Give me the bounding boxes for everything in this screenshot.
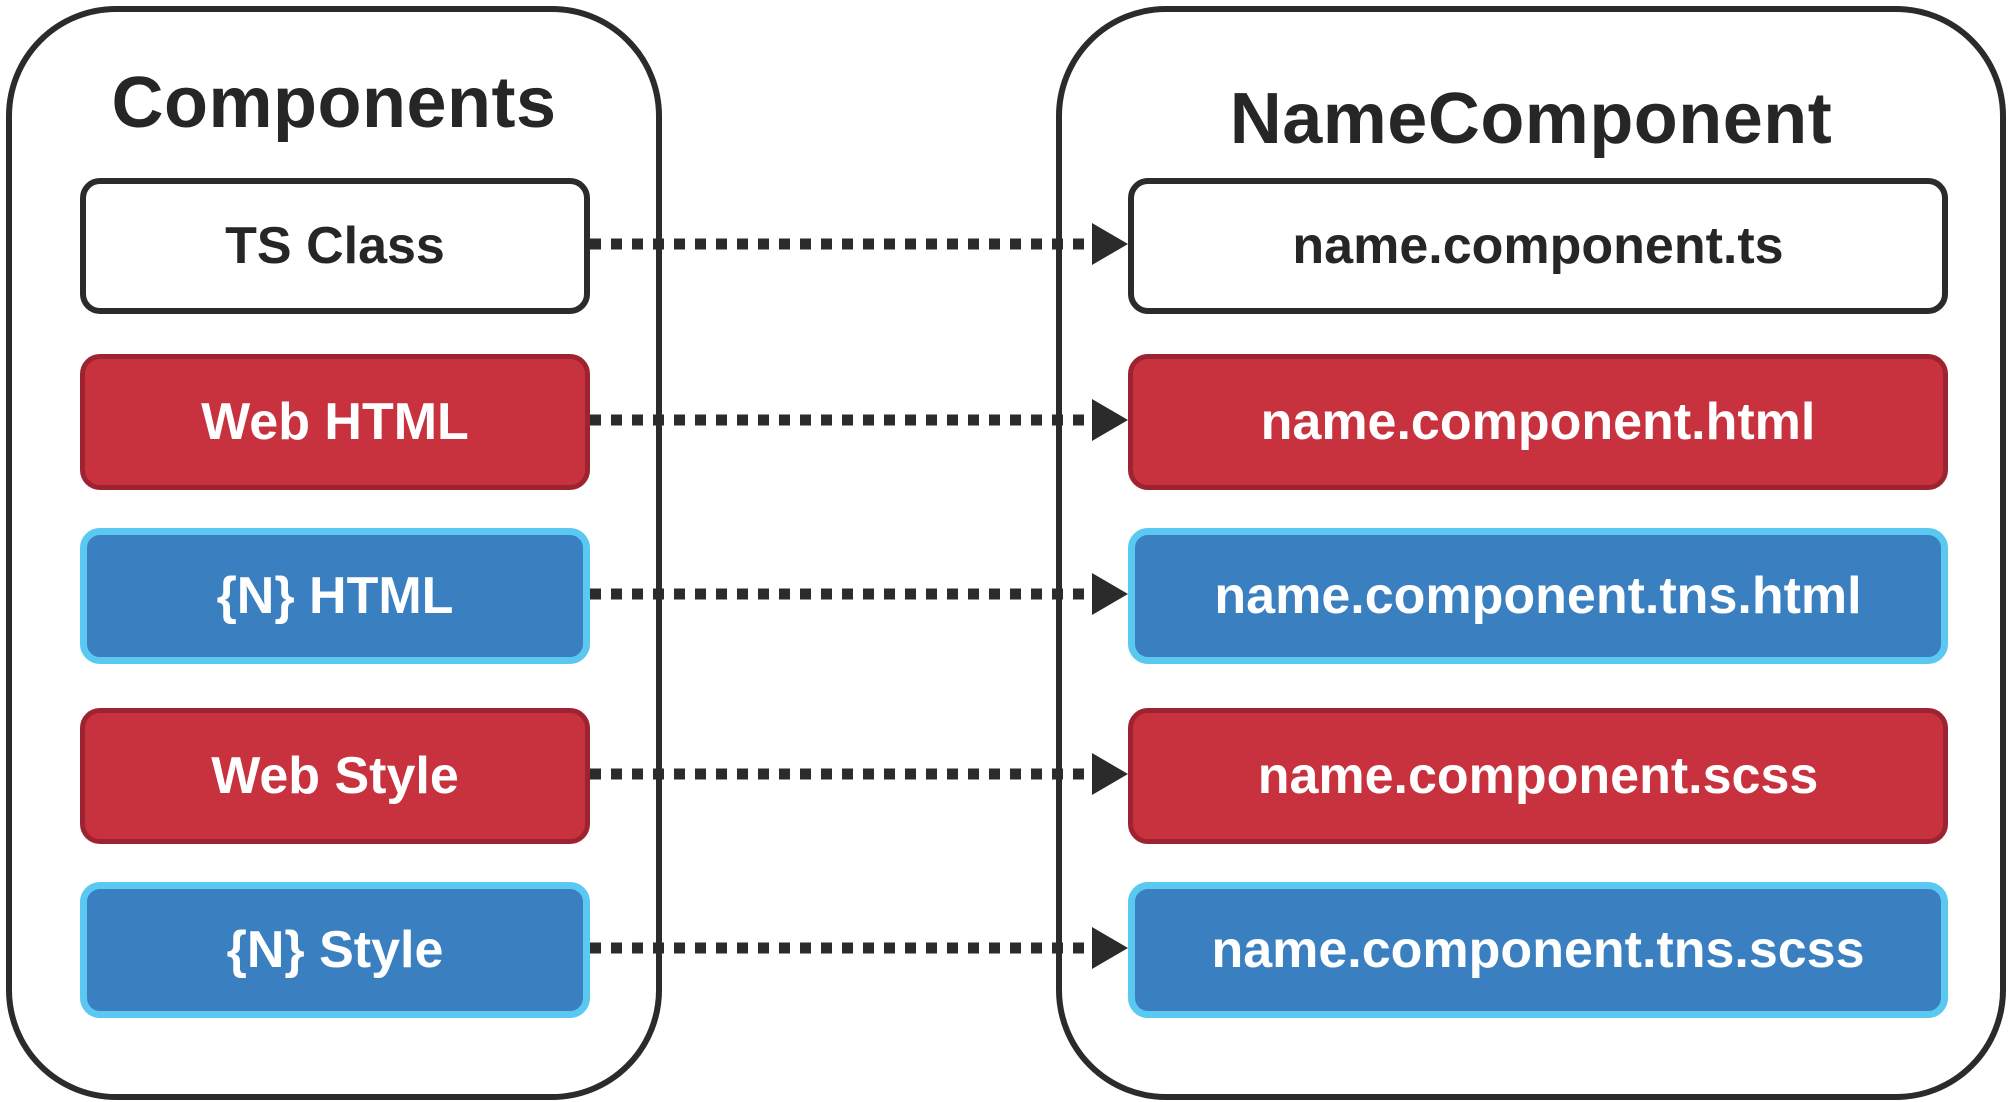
- component-html-box: name.component.html: [1128, 354, 1948, 490]
- component-ts-box: name.component.ts: [1128, 178, 1948, 314]
- component-scss-box: name.component.scss: [1128, 708, 1948, 844]
- component-tns-html-box: name.component.tns.html: [1128, 528, 1948, 664]
- ts-class-box: TS Class: [80, 178, 590, 314]
- component-tns-scss-box: name.component.tns.scss: [1128, 882, 1948, 1018]
- n-style-box: {N} Style: [80, 882, 590, 1018]
- web-style-box: Web Style: [80, 708, 590, 844]
- web-html-box: Web HTML: [80, 354, 590, 490]
- n-html-box: {N} HTML: [80, 528, 590, 664]
- connector-group: [590, 223, 1128, 969]
- name-component-title: NameComponent: [1229, 79, 1833, 159]
- components-title: Components: [111, 63, 557, 143]
